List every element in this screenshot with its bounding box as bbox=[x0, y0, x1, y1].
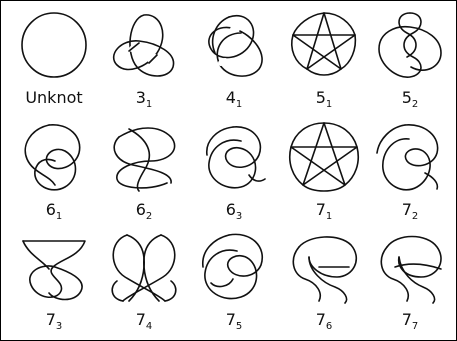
knot-cell-3-1: 31 bbox=[99, 5, 189, 113]
trefoil-knot-diagram bbox=[99, 5, 189, 85]
knot-7-7-diagram bbox=[365, 227, 455, 307]
knot-7-4-diagram bbox=[99, 227, 189, 307]
knot-cell-7-5: 75 bbox=[189, 227, 279, 335]
unknot-diagram bbox=[9, 5, 99, 85]
knot-label-7-1: 71 bbox=[279, 201, 369, 226]
knot-cell-6-3: 63 bbox=[189, 117, 279, 225]
knot-cell-7-3: 73 bbox=[9, 227, 99, 335]
knot-label-5-1: 51 bbox=[279, 89, 369, 114]
knot-cell-7-6: 76 bbox=[279, 227, 369, 335]
knot-7-6-diagram bbox=[279, 227, 369, 307]
knot-label-7-2: 72 bbox=[365, 201, 455, 226]
knot-label-unknot: Unknot bbox=[9, 89, 99, 107]
knot-label-6-3: 63 bbox=[189, 201, 279, 226]
knot-label-7-7: 77 bbox=[365, 311, 455, 336]
knot-cell-7-1: 71 bbox=[279, 117, 369, 225]
knot-7-5-diagram bbox=[189, 227, 279, 307]
knot-cell-7-2: 72 bbox=[365, 117, 455, 225]
knot-6-2-diagram bbox=[99, 117, 189, 197]
knot-label-7-4: 74 bbox=[99, 311, 189, 336]
knot-cell-7-7: 77 bbox=[365, 227, 455, 335]
knot-label-3-1: 31 bbox=[99, 89, 189, 114]
knot-6-3-diagram bbox=[189, 117, 279, 197]
knot-label-4-1: 41 bbox=[189, 89, 279, 114]
knot-7-2-diagram bbox=[365, 117, 455, 197]
knot-label-7-6: 76 bbox=[279, 311, 369, 336]
cinquefoil-knot-diagram bbox=[279, 5, 369, 85]
knot-cell-5-1: 51 bbox=[279, 5, 369, 113]
knot-label-7-3: 73 bbox=[9, 311, 99, 336]
knot-label-6-2: 62 bbox=[99, 201, 189, 226]
knot-label-6-1: 61 bbox=[9, 201, 99, 226]
knot-cell-6-2: 62 bbox=[99, 117, 189, 225]
knot-label-5-2: 52 bbox=[365, 89, 455, 114]
knot-label-7-5: 75 bbox=[189, 311, 279, 336]
knot-7-3-diagram bbox=[9, 227, 99, 307]
figure-eight-knot-diagram bbox=[189, 5, 279, 85]
stevedore-knot-diagram bbox=[9, 117, 99, 197]
knot-cell-unknot: Unknot bbox=[9, 5, 99, 113]
septafoil-knot-diagram bbox=[279, 117, 369, 197]
knot-cell-6-1: 61 bbox=[9, 117, 99, 225]
three-twist-knot-diagram bbox=[365, 5, 455, 85]
knot-cell-7-4: 74 bbox=[99, 227, 189, 335]
knot-cell-5-2: 52 bbox=[365, 5, 455, 113]
knot-cell-4-1: 41 bbox=[189, 5, 279, 113]
